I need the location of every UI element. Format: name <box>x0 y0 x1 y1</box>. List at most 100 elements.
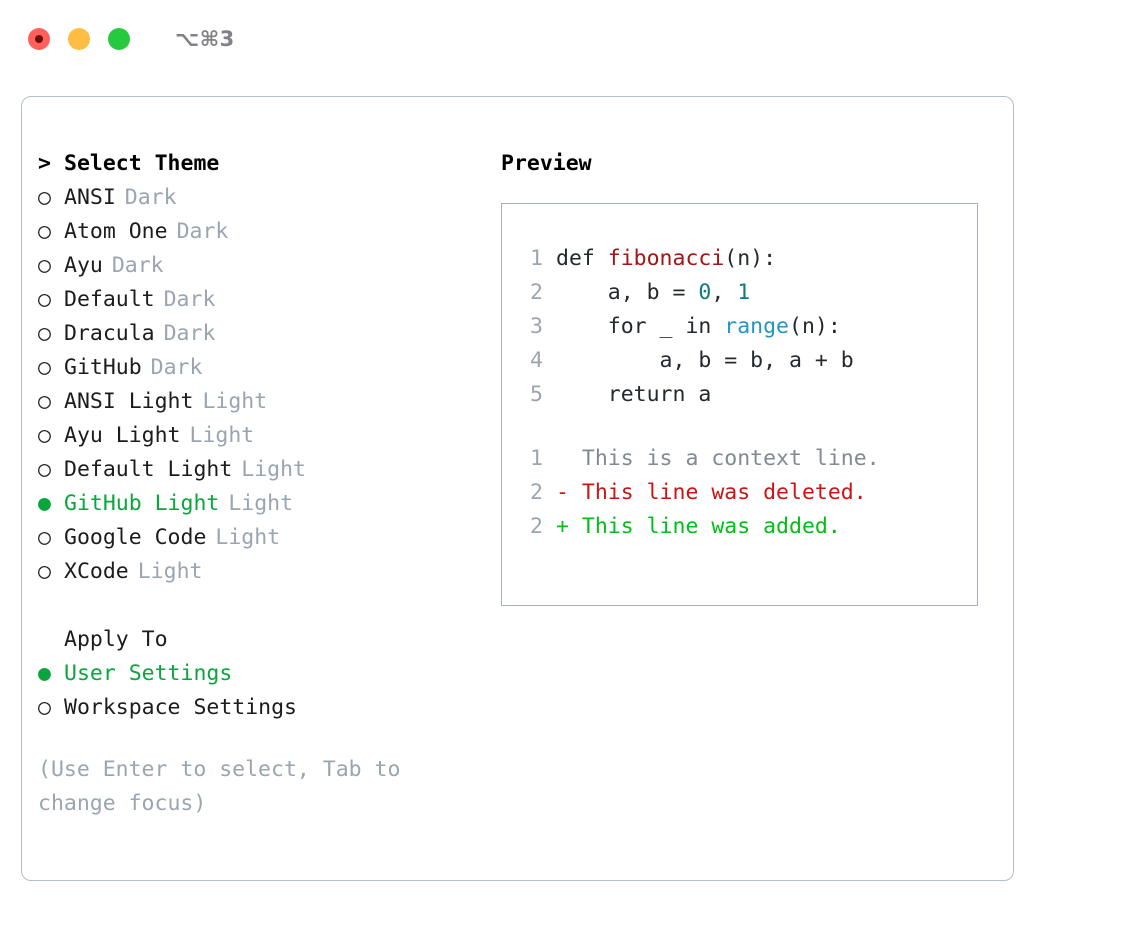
code-token: , <box>711 280 738 305</box>
code-token: 0 <box>698 280 712 305</box>
theme-item-ayu-light[interactable]: ○ Ayu Light Light <box>38 419 478 453</box>
diff-line: 2 - This line was deleted. <box>502 476 977 510</box>
theme-item-ansi-light[interactable]: ○ ANSI Light Light <box>38 385 478 419</box>
theme-variant-tag: Dark <box>124 185 177 210</box>
code-line: 5 return a <box>502 378 977 412</box>
code-token: (n): <box>724 246 777 271</box>
theme-variant-tag: Light <box>228 491 294 516</box>
code-token: fibonacci <box>607 246 725 271</box>
theme-variant-tag: Light <box>202 389 268 414</box>
theme-variant-tag: Dark <box>111 253 164 278</box>
radio-selected-icon: ● <box>38 491 51 516</box>
code-token: return a <box>556 382 712 407</box>
radio-unselected-icon: ○ <box>38 389 51 414</box>
code-token: + This line was added. <box>556 514 841 539</box>
theme-item-github[interactable]: ○ GitHub Dark <box>38 351 478 385</box>
diff-line: 2 + This line was added. <box>502 510 977 544</box>
apply-to-heading-label: Apply To <box>64 627 168 652</box>
diff-line: 1 This is a context line. <box>502 442 977 476</box>
radio-unselected-icon: ○ <box>38 559 51 584</box>
select-theme-heading: > Select Theme <box>38 147 478 181</box>
theme-variant-tag: Dark <box>163 321 216 346</box>
apply-to-item-user-settings[interactable]: ●User Settings <box>38 657 478 691</box>
line-number: 1 <box>530 446 543 471</box>
code-token: (n): <box>789 314 841 339</box>
code-token: - This line was deleted. <box>556 480 867 505</box>
code-token: def <box>556 246 608 271</box>
code-token: a, b = b, a + b <box>556 348 854 373</box>
theme-item-label: Ayu Light <box>64 423 181 448</box>
theme-item-dracula[interactable]: ○ Dracula Dark <box>38 317 478 351</box>
select-theme-heading-label: Select Theme <box>64 151 220 176</box>
theme-item-github-light[interactable]: ● GitHub Light Light <box>38 487 478 521</box>
caret-icon: > <box>38 151 51 176</box>
radio-unselected-icon: ○ <box>38 287 51 312</box>
title-bar: ⌥⌘3 <box>0 0 1140 78</box>
code-line: 3 for _ in range(n): <box>502 310 977 344</box>
theme-variant-tag: Dark <box>150 355 203 380</box>
apply-to-heading: Apply To <box>38 623 478 657</box>
preview-title: Preview <box>501 151 592 176</box>
radio-unselected-icon: ○ <box>38 355 51 380</box>
radio-unselected-icon: ○ <box>38 219 51 244</box>
diff-sample: 1 This is a context line. 2 - This line wa… <box>502 442 977 544</box>
line-number: 5 <box>530 382 543 407</box>
theme-item-label: Google Code <box>64 525 207 550</box>
theme-item-label: GitHub <box>64 355 142 380</box>
code-line: 4 a, b = b, a + b <box>502 344 977 378</box>
maximize-button[interactable] <box>108 28 130 50</box>
theme-item-xcode[interactable]: ○ XCode Light <box>38 555 478 589</box>
keyboard-hint-text: (Use Enter to select, Tab to change focu… <box>38 757 401 816</box>
theme-item-ayu[interactable]: ○ Ayu Dark <box>38 249 478 283</box>
code-line: 2 a, b = 0, 1 <box>502 276 977 310</box>
line-number: 2 <box>530 480 543 505</box>
theme-item-label: Default <box>64 287 155 312</box>
radio-unselected-icon: ○ <box>38 321 51 346</box>
code-token: for _ in <box>556 314 725 339</box>
theme-variant-tag: Light <box>215 525 281 550</box>
radio-unselected-icon: ○ <box>38 423 51 448</box>
theme-item-label: Dracula <box>64 321 155 346</box>
radio-unselected-icon: ○ <box>38 457 51 482</box>
line-number: 2 <box>530 514 543 539</box>
code-token: This is a context line. <box>556 446 880 471</box>
theme-variant-tag: Light <box>189 423 255 448</box>
theme-item-ansi[interactable]: ○ ANSI Dark <box>38 181 478 215</box>
radio-unselected-icon: ○ <box>38 253 51 278</box>
window-controls <box>28 28 130 50</box>
line-number: 3 <box>530 314 543 339</box>
code-token: a, b = <box>556 280 699 305</box>
apply-to-item-workspace-settings[interactable]: ○ Workspace Settings <box>38 691 478 725</box>
code-token: 1 <box>737 280 751 305</box>
radio-unselected-icon: ○ <box>38 185 51 210</box>
theme-variant-tag: Dark <box>176 219 229 244</box>
theme-item-label: XCode <box>64 559 129 584</box>
radio-unselected-icon: ○ <box>38 695 51 720</box>
theme-variant-tag: Light <box>241 457 307 482</box>
close-button[interactable] <box>28 28 50 50</box>
theme-item-label: ANSI Light <box>64 389 194 414</box>
theme-variant-tag: Light <box>137 559 203 584</box>
apply-to-indent <box>38 623 64 657</box>
minimize-button[interactable] <box>68 28 90 50</box>
apply-to-item-label: Workspace Settings <box>64 695 297 720</box>
theme-item-label: Ayu <box>64 253 103 278</box>
theme-item-default-light[interactable]: ○ Default Light Light <box>38 453 478 487</box>
code-token: range <box>724 314 790 339</box>
keyboard-shortcut-label: ⌥⌘3 <box>175 27 235 51</box>
apply-to-list: ●User Settings ○ Workspace Settings <box>38 657 478 725</box>
theme-item-label: ANSI <box>64 185 116 210</box>
theme-item-label: GitHub Light <box>64 491 220 516</box>
theme-item-label: Default Light <box>64 457 233 482</box>
line-number: 2 <box>530 280 543 305</box>
